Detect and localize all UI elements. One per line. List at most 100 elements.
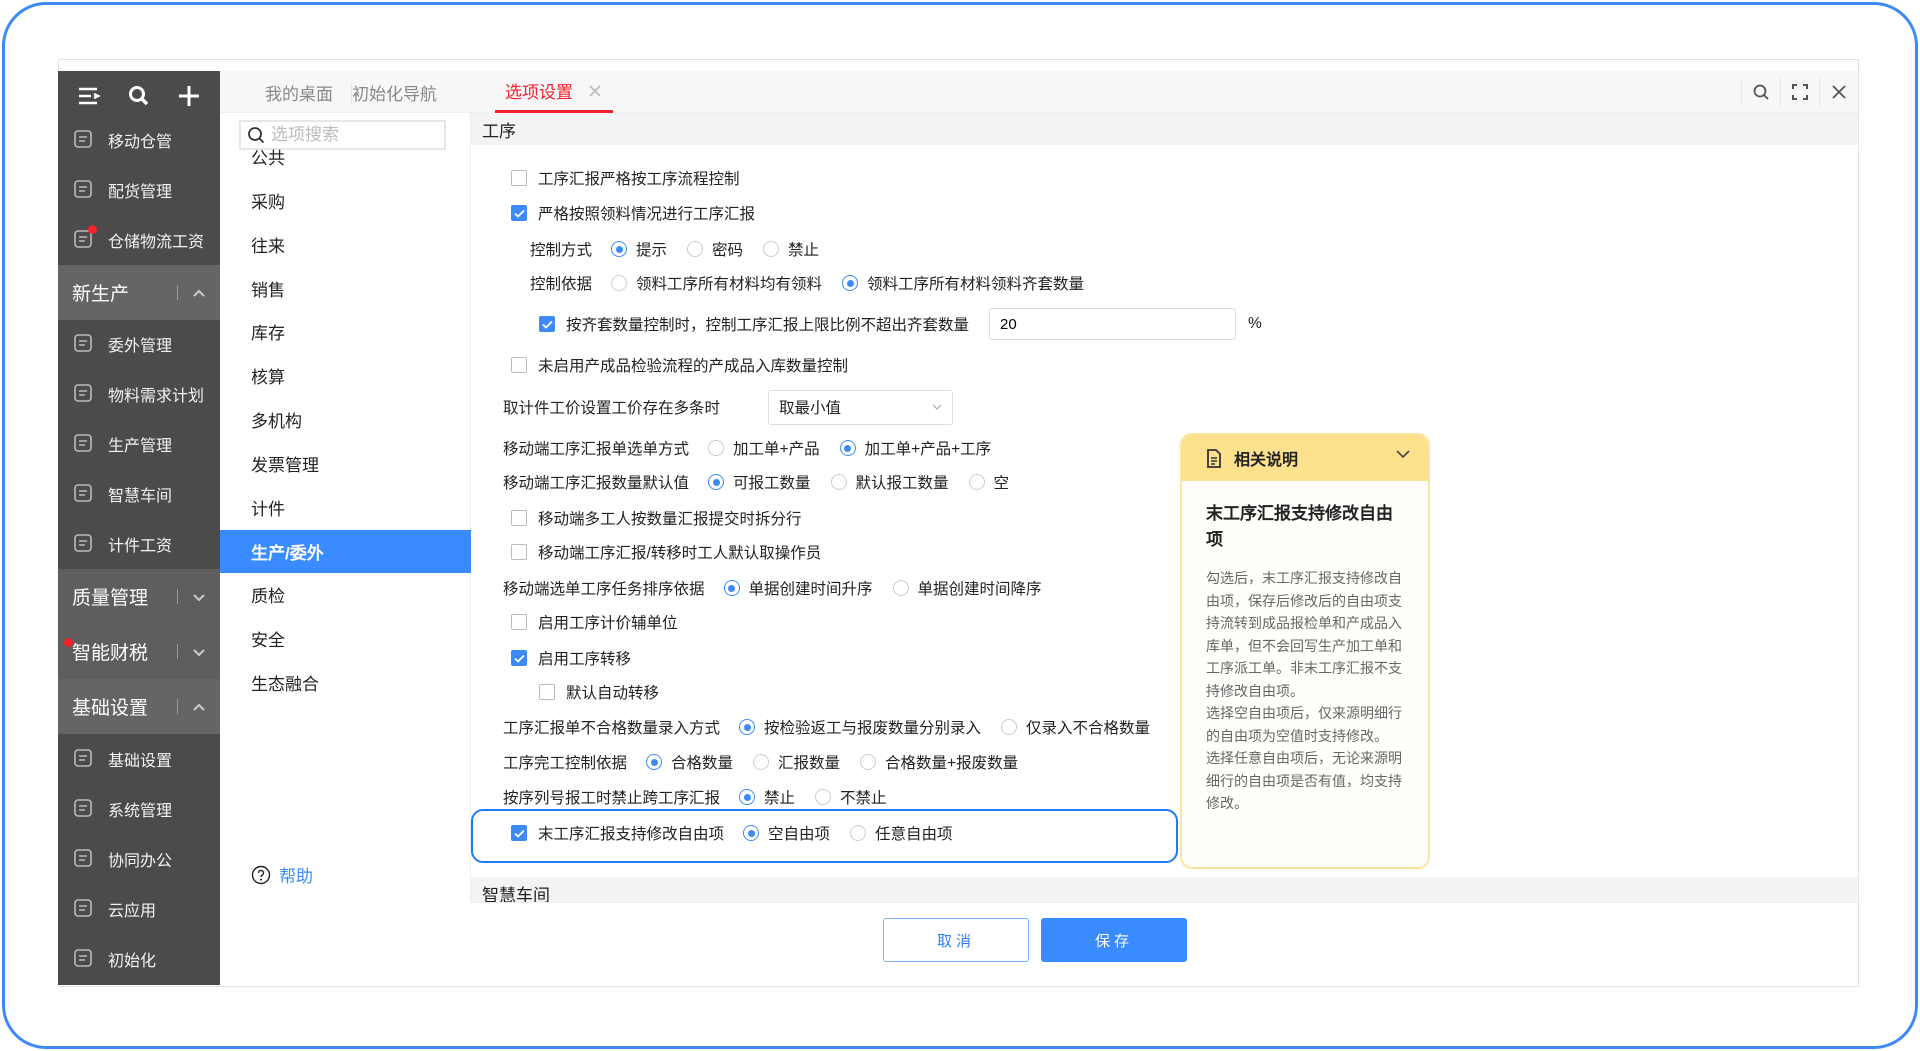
tab-desktop[interactable]: 我的桌面 bbox=[265, 71, 333, 113]
radio-button[interactable] bbox=[611, 275, 628, 291]
sidebar-group-10[interactable]: 智能财税 bbox=[58, 624, 220, 679]
checkbox[interactable] bbox=[511, 614, 527, 630]
radio-option[interactable]: 空 bbox=[968, 471, 1009, 493]
category-item[interactable]: 安全 bbox=[251, 631, 285, 651]
category-item[interactable]: 发票管理 bbox=[251, 455, 319, 475]
ratio-input[interactable] bbox=[989, 308, 1237, 340]
radio-option[interactable]: 加工单+产品 bbox=[708, 437, 820, 459]
radio-option[interactable]: 单据创建时间升序 bbox=[723, 577, 873, 599]
radio-option[interactable]: 禁止 bbox=[739, 786, 795, 808]
price-select[interactable]: 取最小值 bbox=[768, 389, 954, 425]
radio-option[interactable]: 按检验返工与报废数量分别录入 bbox=[739, 716, 981, 738]
radio-button[interactable] bbox=[646, 754, 663, 770]
option-search-input[interactable] bbox=[271, 125, 431, 145]
chevron-down-icon[interactable] bbox=[192, 588, 206, 610]
sidebar-group-9[interactable]: 质量管理 bbox=[58, 569, 220, 624]
sidebar-item-6[interactable]: 生产管理 bbox=[58, 419, 220, 469]
checkbox[interactable] bbox=[511, 510, 527, 526]
radio-button[interactable] bbox=[839, 440, 856, 456]
checkbox[interactable] bbox=[511, 650, 527, 666]
radio-option[interactable]: 仅录入不合格数量 bbox=[1001, 716, 1150, 738]
info-header[interactable]: 相关说明 bbox=[1182, 435, 1428, 481]
close-icon[interactable] bbox=[1819, 77, 1858, 107]
radio-button[interactable] bbox=[687, 241, 704, 257]
checkbox[interactable] bbox=[511, 205, 527, 221]
cancel-button[interactable]: 取消 bbox=[883, 918, 1029, 962]
category-item[interactable]: 采购 bbox=[251, 192, 285, 212]
tab-options[interactable]: 选项设置 bbox=[495, 71, 613, 113]
save-button[interactable]: 保存 bbox=[1041, 918, 1187, 962]
sidebar-item-16[interactable]: 初始化 bbox=[58, 934, 220, 984]
radio-option[interactable]: 汇报数量 bbox=[753, 751, 840, 773]
sidebar-item-1[interactable]: 配货管理 bbox=[58, 165, 220, 215]
radio-button[interactable] bbox=[708, 440, 725, 456]
radio-option[interactable]: 可报工数量 bbox=[708, 471, 811, 493]
radio-option[interactable]: 空自由项 bbox=[743, 822, 830, 844]
checkbox[interactable] bbox=[539, 316, 555, 332]
radio-button[interactable] bbox=[743, 825, 760, 841]
category-item[interactable]: 计件 bbox=[251, 499, 285, 519]
radio-button[interactable] bbox=[830, 474, 847, 490]
radio-button[interactable] bbox=[708, 474, 725, 490]
radio-button[interactable] bbox=[739, 789, 756, 805]
sidebar-item-7[interactable]: 智慧车间 bbox=[58, 469, 220, 519]
category-item[interactable]: 生产/委外 bbox=[220, 529, 471, 573]
category-item[interactable]: 生态融合 bbox=[251, 675, 319, 695]
radio-option[interactable]: 合格数量 bbox=[646, 751, 733, 773]
sidebar-item-0[interactable]: 移动仓管 bbox=[58, 115, 220, 165]
radio-button[interactable] bbox=[842, 275, 859, 291]
radio-button[interactable] bbox=[860, 754, 877, 770]
category-item[interactable]: 公共 bbox=[251, 149, 285, 168]
radio-button[interactable] bbox=[763, 241, 780, 257]
radio-option[interactable]: 单据创建时间降序 bbox=[892, 577, 1042, 599]
sidebar-item-4[interactable]: 委外管理 bbox=[58, 319, 220, 369]
radio-button[interactable] bbox=[611, 241, 628, 257]
sidebar-item-2[interactable]: 仓储物流工资 bbox=[58, 215, 220, 265]
sidebar-item-14[interactable]: 协同办公 bbox=[58, 834, 220, 884]
radio-option[interactable]: 领料工序所有材料领料齐套数量 bbox=[842, 272, 1084, 294]
sidebar-group-11[interactable]: 基础设置 bbox=[58, 679, 220, 734]
radio-option[interactable]: 提示 bbox=[611, 238, 667, 260]
chevron-up-icon[interactable] bbox=[192, 698, 206, 720]
chevron-up-icon[interactable] bbox=[192, 284, 206, 306]
radio-button[interactable] bbox=[815, 789, 832, 805]
tab-init-nav[interactable]: 初始化导航 bbox=[352, 71, 437, 113]
checkbox[interactable] bbox=[511, 544, 527, 560]
radio-option[interactable]: 合格数量+报废数量 bbox=[860, 751, 1018, 773]
radio-button[interactable] bbox=[739, 719, 756, 735]
radio-option[interactable]: 不禁止 bbox=[815, 786, 887, 808]
menu-icon[interactable] bbox=[75, 82, 103, 110]
checkbox[interactable] bbox=[511, 170, 527, 186]
sidebar-item-8[interactable]: 计件工资 bbox=[58, 519, 220, 569]
search-icon[interactable] bbox=[1741, 77, 1780, 107]
category-item[interactable]: 多机构 bbox=[251, 412, 302, 432]
radio-option[interactable]: 领料工序所有材料均有领料 bbox=[611, 272, 822, 294]
category-item[interactable]: 库存 bbox=[251, 324, 285, 344]
category-item[interactable]: 质检 bbox=[251, 587, 285, 607]
sidebar-item-15[interactable]: 云应用 bbox=[58, 884, 220, 934]
category-item[interactable]: 核算 bbox=[251, 368, 285, 388]
sidebar-group-3[interactable]: 新生产 bbox=[58, 265, 220, 320]
radio-option[interactable]: 默认报工数量 bbox=[830, 471, 949, 493]
option-search[interactable] bbox=[239, 120, 446, 150]
chevron-down-icon[interactable] bbox=[192, 643, 206, 665]
radio-button[interactable] bbox=[753, 754, 770, 770]
checkbox[interactable] bbox=[511, 357, 527, 373]
radio-option[interactable]: 加工单+产品+工序 bbox=[839, 437, 991, 459]
radio-button[interactable] bbox=[1001, 719, 1018, 735]
radio-button[interactable] bbox=[968, 474, 985, 490]
radio-option[interactable]: 任意自由项 bbox=[850, 822, 953, 844]
checkbox[interactable] bbox=[539, 684, 555, 700]
radio-option[interactable]: 禁止 bbox=[763, 238, 819, 260]
help-link[interactable]: 帮助 bbox=[251, 862, 313, 887]
category-item[interactable]: 往来 bbox=[251, 236, 285, 256]
category-item[interactable]: 销售 bbox=[251, 280, 285, 300]
search-icon[interactable] bbox=[125, 82, 153, 110]
radio-button[interactable] bbox=[723, 580, 740, 596]
radio-button[interactable] bbox=[850, 825, 867, 841]
radio-button[interactable] bbox=[892, 580, 909, 596]
radio-option[interactable]: 密码 bbox=[687, 238, 743, 260]
checkbox[interactable] bbox=[511, 825, 527, 841]
plus-icon[interactable] bbox=[175, 82, 203, 110]
sidebar-item-13[interactable]: 系统管理 bbox=[58, 784, 220, 834]
